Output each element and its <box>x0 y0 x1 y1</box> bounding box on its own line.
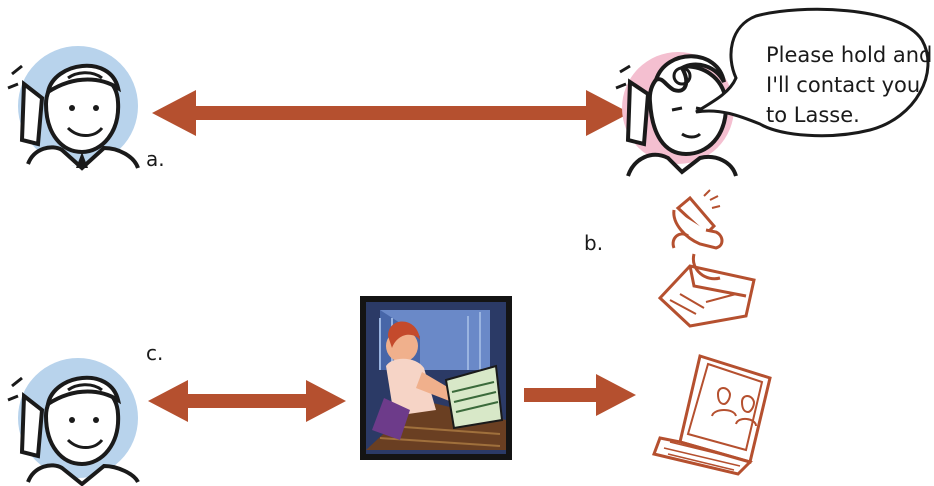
label-a: a. <box>146 147 165 171</box>
caller-phone-icon <box>7 46 140 171</box>
speech-bubble <box>695 7 930 138</box>
operator-at-computer-icon <box>360 296 512 460</box>
arrow-a-double <box>152 90 630 136</box>
speech-bubble-line-2: I'll contact you <box>766 73 921 97</box>
caller-phone-icon <box>7 358 140 486</box>
laptop-icon <box>651 354 772 476</box>
speech-bubble-line-3: to Lasse. <box>766 103 860 127</box>
receptionist-phone-icon <box>615 52 738 177</box>
label-b: b. <box>584 231 603 255</box>
phone-fax-machine-icon <box>657 189 756 328</box>
arrow-c-double <box>148 380 346 422</box>
speech-bubble-line-1: Please hold and <box>766 43 933 67</box>
arrow-operator-to-laptop <box>524 374 636 416</box>
speech-bubble-text: Please hold and I'll contact you to Lass… <box>766 40 933 130</box>
label-c: c. <box>146 341 163 365</box>
